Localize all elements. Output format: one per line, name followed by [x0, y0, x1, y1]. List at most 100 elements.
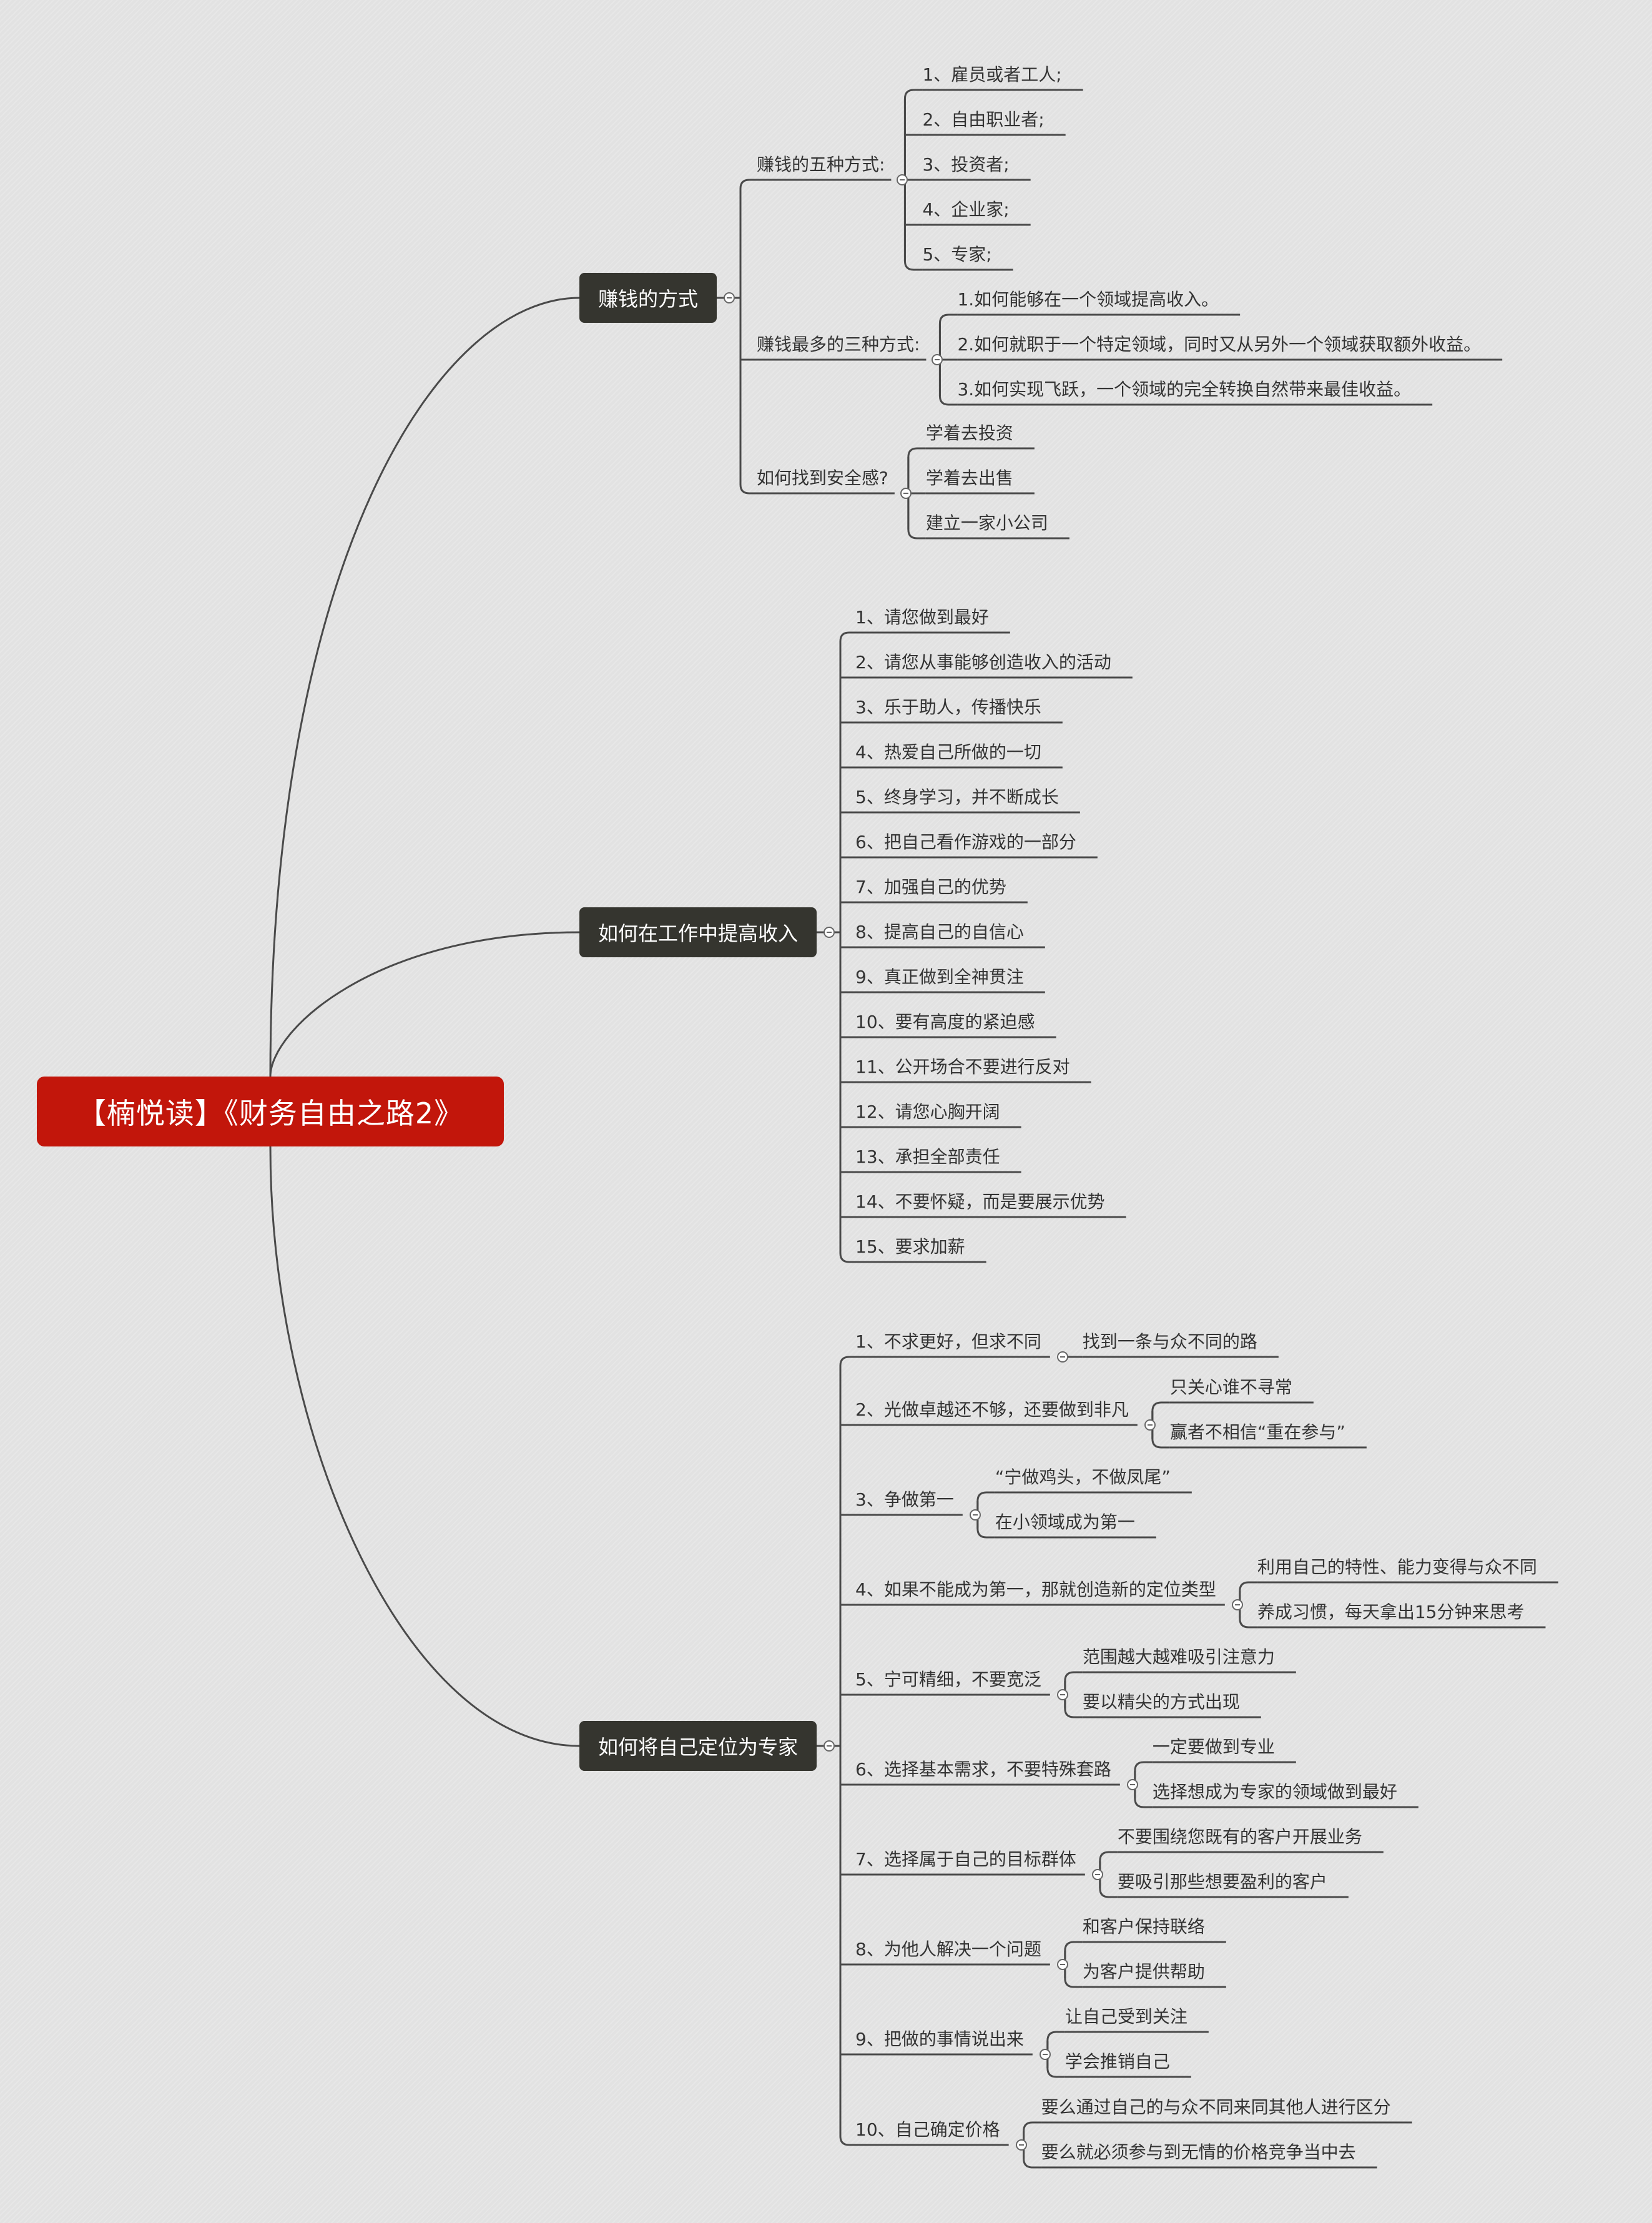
leaf-label[interactable]: 8、提高自己的自信心 — [855, 922, 1024, 942]
connector-line — [1134, 1761, 1153, 1785]
leaf-label[interactable]: 3、投资者; — [922, 154, 1010, 175]
leaf-label[interactable]: 学着去投资 — [925, 423, 1013, 443]
leaf-label[interactable]: 1.如何能够在一个领域提高收入。 — [957, 289, 1219, 310]
collapse-toggle-icon[interactable] — [932, 354, 943, 365]
leaf-label[interactable]: 2.如何就职于一个特定领域，同时又从另外一个领域获取额外收益。 — [957, 334, 1482, 355]
leaf-label[interactable]: 不要围绕您既有的客户开展业务 — [1117, 1826, 1362, 1847]
leaf-label[interactable]: 为客户提供帮助 — [1082, 1961, 1205, 1982]
connector-line — [976, 1491, 995, 1515]
root-topic[interactable]: 【楠悦读】《财务自由之路2》 — [37, 1077, 504, 1146]
connector-line — [839, 932, 855, 1263]
leaf-label[interactable]: 3.如何实现飞跃，一个领域的完全转换自然带来最佳收益。 — [957, 379, 1412, 400]
collapse-toggle-icon[interactable] — [969, 1509, 981, 1521]
leaf-label[interactable]: 4、企业家; — [922, 199, 1010, 220]
connector-line — [1099, 1851, 1118, 1875]
leaf-label[interactable]: 选择想成为专家的领域做到最好 — [1152, 1782, 1397, 1802]
leaf-label[interactable]: 在小领域成为第一 — [995, 1512, 1135, 1532]
leaf-label[interactable]: 一定要做到专业 — [1152, 1737, 1275, 1757]
connector-line — [1023, 2145, 1041, 2169]
connector-line — [839, 1356, 855, 1746]
collapse-toggle-icon[interactable] — [897, 174, 908, 185]
collapse-toggle-icon[interactable] — [1091, 1869, 1103, 1880]
connector-line — [903, 180, 923, 271]
collapse-toggle-icon[interactable] — [724, 292, 735, 303]
leaf-label[interactable]: 1、雇员或者工人; — [922, 64, 1062, 85]
subtopic-label[interactable]: 4、如果不能成为第一，那就创造新的定位类型 — [855, 1579, 1216, 1600]
leaf-label[interactable]: 和客户保持联络 — [1082, 1916, 1205, 1937]
leaf-label[interactable]: 利用自己的特性、能力变得与众不同 — [1257, 1557, 1537, 1577]
subtopic-label[interactable]: 赚钱的五种方式: — [757, 154, 885, 175]
leaf-label[interactable]: 要吸引那些想要盈利的客户 — [1117, 1871, 1327, 1892]
leaf-label[interactable]: 13、承担全部责任 — [855, 1146, 1000, 1167]
subtopic-label[interactable]: 7、选择属于自己的目标群体 — [855, 1849, 1076, 1870]
leaf-label[interactable]: 要么就必须参与到无情的价格竞争当中去 — [1041, 2142, 1356, 2162]
leaf-label[interactable]: 2、请您从事能够创造收入的活动 — [855, 652, 1111, 673]
connector-line — [1239, 1605, 1257, 1629]
subtopic-label[interactable]: 8、为他人解决一个问题 — [855, 1939, 1041, 1959]
leaf-label[interactable]: 1、请您做到最好 — [855, 607, 989, 628]
leaf-label[interactable]: 5、终身学习，并不断成长 — [855, 787, 1059, 807]
leaf-label[interactable]: 12、请您心胸开阔 — [855, 1102, 1000, 1122]
collapse-toggle-icon[interactable] — [1231, 1599, 1243, 1610]
connector-line — [1023, 2121, 1041, 2145]
connector-line — [1099, 1875, 1118, 1898]
subtopic-label[interactable]: 如何找到安全感? — [757, 468, 888, 488]
leaf-label[interactable]: 14、不要怀疑，而是要展示优势 — [855, 1191, 1105, 1212]
connector-line — [938, 313, 958, 360]
connector-line — [839, 631, 855, 932]
leaf-label[interactable]: 要以精尖的方式出现 — [1082, 1692, 1240, 1712]
leaf-label[interactable]: 赢者不相信“重在参与” — [1169, 1422, 1345, 1442]
leaf-label[interactable]: 9、真正做到全神贯注 — [855, 967, 1024, 987]
collapse-toggle-icon[interactable] — [900, 488, 912, 499]
subtopic-label[interactable]: 5、宁可精细，不要宽泛 — [855, 1669, 1041, 1690]
leaf-label[interactable]: 找到一条与众不同的路 — [1082, 1331, 1257, 1352]
connector-line — [1046, 2054, 1065, 2078]
leaf-label[interactable]: 2、自由职业者; — [922, 109, 1045, 130]
branch-earning-methods[interactable]: 赚钱的方式 — [579, 273, 717, 323]
collapse-toggle-icon[interactable] — [1056, 1351, 1068, 1363]
collapse-toggle-icon[interactable] — [1015, 2139, 1027, 2151]
subtopic-label[interactable]: 1、不求更好，但求不同 — [855, 1331, 1041, 1352]
collapse-toggle-icon[interactable] — [1056, 1959, 1068, 1970]
collapse-toggle-icon[interactable] — [824, 1740, 835, 1752]
connector-line — [938, 360, 958, 406]
leaf-label[interactable]: 只关心谁不寻常 — [1169, 1377, 1292, 1397]
collapse-toggle-icon[interactable] — [1126, 1779, 1138, 1790]
connector-line — [1064, 1671, 1083, 1695]
branch-raise-income[interactable]: 如何在工作中提高收入 — [579, 907, 817, 957]
leaf-label[interactable]: 学着去出售 — [925, 468, 1013, 488]
connector-line — [1064, 1941, 1083, 1964]
leaf-label[interactable]: 5、专家; — [922, 244, 992, 265]
connector-line — [1134, 1785, 1153, 1808]
collapse-toggle-icon[interactable] — [1144, 1419, 1156, 1431]
collapse-toggle-icon[interactable] — [824, 927, 835, 938]
leaf-label[interactable]: 学会推销自己 — [1064, 2051, 1170, 2072]
subtopic-label[interactable]: 9、把做的事情说出来 — [855, 2029, 1024, 2049]
connector-line — [907, 493, 926, 540]
leaf-label[interactable]: “宁做鸡头，不做凤尾” — [995, 1467, 1171, 1487]
leaf-label[interactable]: 让自己受到关注 — [1064, 2006, 1187, 2027]
subtopic-label[interactable]: 2、光做卓越还不够，还要做到非凡 — [855, 1399, 1129, 1420]
leaf-label[interactable]: 6、把自己看作游戏的一部分 — [855, 832, 1076, 852]
leaf-label[interactable]: 建立一家小公司 — [925, 513, 1048, 533]
leaf-label[interactable]: 范围越大越难吸引注意力 — [1082, 1647, 1275, 1667]
collapse-toggle-icon[interactable] — [1056, 1689, 1068, 1700]
leaf-label[interactable]: 养成习惯，每天拿出15分钟来思考 — [1257, 1602, 1525, 1622]
subtopic-label[interactable]: 6、选择基本需求，不要特殊套路 — [855, 1759, 1111, 1780]
collapse-toggle-icon[interactable] — [1039, 2049, 1051, 2060]
connector-line — [903, 89, 923, 180]
connector-line — [976, 1515, 995, 1539]
subtopic-label[interactable]: 赚钱最多的三种方式: — [757, 334, 920, 355]
connector-line — [1064, 1964, 1083, 1988]
leaf-label[interactable]: 7、加强自己的优势 — [855, 877, 1006, 897]
leaf-label[interactable]: 10、要有高度的紧迫感 — [855, 1012, 1035, 1032]
leaf-label[interactable]: 15、要求加薪 — [855, 1236, 965, 1257]
leaf-label[interactable]: 11、公开场合不要进行反对 — [855, 1057, 1070, 1077]
leaf-label[interactable]: 3、乐于助人，传播快乐 — [855, 697, 1041, 717]
subtopic-label[interactable]: 3、争做第一 — [855, 1489, 954, 1510]
leaf-label[interactable]: 要么通过自己的与众不同来同其他人进行区分 — [1041, 2097, 1391, 2117]
branch-expert-positioning[interactable]: 如何将自己定位为专家 — [579, 1721, 817, 1771]
subtopic-label[interactable]: 10、自己确定价格 — [855, 2119, 1000, 2140]
leaf-label[interactable]: 4、热爱自己所做的一切 — [855, 742, 1041, 762]
